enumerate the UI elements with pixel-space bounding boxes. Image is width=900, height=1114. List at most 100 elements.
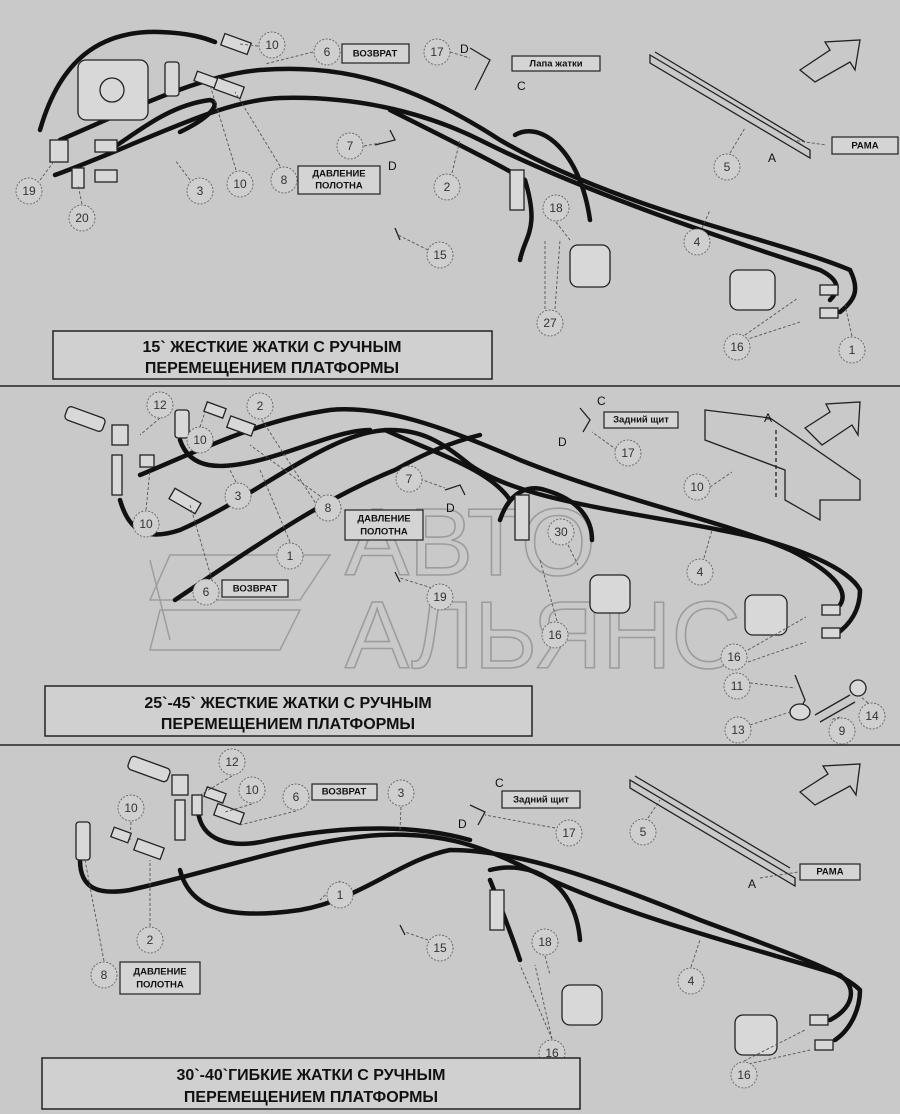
svg-text:10: 10 [245,783,259,797]
svg-text:10: 10 [233,177,247,191]
direction-arrow-icon [798,763,861,806]
svg-text:8: 8 [281,173,288,187]
svg-text:2: 2 [257,399,264,413]
return-label: ВОЗВРАТ [221,579,289,598]
callout: 1 [838,336,866,364]
point-letter: D [558,435,567,449]
point-letter: D [388,159,397,173]
svg-text:1: 1 [287,549,294,563]
callout: 16 [720,643,748,671]
callout: 7 [395,465,423,493]
callout: 3 [387,779,415,807]
svg-text:11: 11 [731,679,744,693]
svg-text:ДАВЛЕНИЕ: ДАВЛЕНИЕ [133,967,186,978]
callout: 4 [686,558,714,586]
callout: 8 [90,961,118,989]
svg-text:Лапа жатки: Лапа жатки [529,59,582,70]
svg-text:16: 16 [545,1046,559,1060]
callout: 2 [433,173,461,201]
callout: 10 [258,31,286,59]
svg-text:Задний щит: Задний щит [513,795,569,806]
svg-text:ВОЗВРАТ: ВОЗВРАТ [233,584,278,595]
leader-lines [84,775,811,1066]
return-label: ВОЗВРАТ [311,783,378,801]
callout: 20 [68,204,96,232]
point-letter: C [517,79,526,93]
callout: 30 [547,518,575,546]
svg-text:8: 8 [325,501,332,515]
fittings [75,755,834,1056]
callout: 15 [426,934,454,962]
rear-shield-label: Задний щит [603,411,679,429]
svg-text:12: 12 [153,398,167,412]
leader-lines [39,43,853,341]
callout: 9 [828,717,856,745]
svg-text:7: 7 [347,139,354,153]
svg-text:9: 9 [839,724,846,738]
callout: 10 [117,794,145,822]
svg-text:17: 17 [562,826,576,840]
svg-text:18: 18 [549,201,563,215]
svg-text:ДАВЛЕНИЕ: ДАВЛЕНИЕ [357,514,410,525]
svg-text:15: 15 [433,248,447,262]
svg-text:ДАВЛЕНИЕ: ДАВЛЕНИЕ [312,169,365,180]
hoses [117,407,863,638]
svg-text:7: 7 [406,472,413,486]
point-letter: A [764,411,772,425]
callout: 11 [723,672,751,700]
svg-text:3: 3 [197,184,204,198]
callout: 19 [15,177,43,205]
callout: 1 [276,542,304,570]
frame-rail [629,775,796,888]
svg-text:16: 16 [548,628,562,642]
svg-text:4: 4 [694,235,701,249]
svg-text:6: 6 [293,790,300,804]
svg-text:10: 10 [139,517,153,531]
panel-title: 15` ЖЕСТКИЕ ЖАТКИ С РУЧНЫМ ПЕРЕМЕЩЕНИЕМ … [52,330,493,380]
svg-text:10: 10 [265,38,279,52]
svg-text:16: 16 [737,1068,751,1082]
svg-text:2: 2 [147,933,154,947]
svg-text:ВОЗВРАТ: ВОЗВРАТ [322,787,367,798]
frame-label: РАМА [831,136,899,155]
point-letter: C [495,776,504,790]
motors [509,169,839,319]
svg-text:16: 16 [730,340,744,354]
hoses [77,807,863,1043]
pressure-label: ДАВЛЕНИЕ ПОЛОТНА [119,961,201,995]
couplers [94,32,253,183]
svg-text:16: 16 [727,650,741,664]
header-lug-label: Лапа жатки [511,55,601,72]
svg-text:17: 17 [430,45,444,59]
svg-text:ПОЛОТНА: ПОЛОТНА [360,527,408,538]
callout: 1 [326,881,354,909]
svg-text:2: 2 [444,180,451,194]
callout: 27 [536,309,564,337]
panel-title: 25`-45` ЖЕСТКИЕ ЖАТКИ С РУЧНЫМ ПЕРЕМЕЩЕН… [44,685,533,737]
point-letter: A [748,877,756,891]
svg-text:3: 3 [235,489,242,503]
point-letter: D [446,501,455,515]
svg-text:ПЕРЕМЕЩЕНИЕМ ПЛАТФОРМЫ: ПЕРЕМЕЩЕНИЕМ ПЛАТФОРМЫ [184,1089,438,1106]
svg-text:4: 4 [688,974,695,988]
callout: 8 [270,166,298,194]
callout: 8 [314,494,342,522]
callout: 16 [541,621,569,649]
pressure-label: ДАВЛЕНИЕ ПОЛОТНА [344,509,424,541]
svg-text:30`-40`ГИБКИЕ ЖАТКИ С РУЧНЫМ: 30`-40`ГИБКИЕ ЖАТКИ С РУЧНЫМ [177,1067,446,1084]
callout: 5 [629,818,657,846]
callout: 12 [218,748,246,776]
svg-text:РАМА: РАМА [816,867,843,878]
svg-text:ПОЛОТНА: ПОЛОТНА [136,980,184,991]
svg-text:15` ЖЕСТКИЕ ЖАТКИ С РУЧНЫМ: 15` ЖЕСТКИЕ ЖАТКИ С РУЧНЫМ [143,339,402,356]
panel-30-40ft-flex: ВОЗВРАТ Задний щит РАМА ДАВЛЕНИЕПОЛОТНА … [41,748,863,1110]
clamps [374,47,491,241]
rear-shield-panel [704,409,861,522]
rear-shield-label: Задний щит [501,790,581,809]
callout: 10 [132,510,160,538]
svg-text:14: 14 [865,709,879,723]
clamps [399,804,486,936]
svg-text:8: 8 [101,968,108,982]
callout: 10 [226,170,254,198]
